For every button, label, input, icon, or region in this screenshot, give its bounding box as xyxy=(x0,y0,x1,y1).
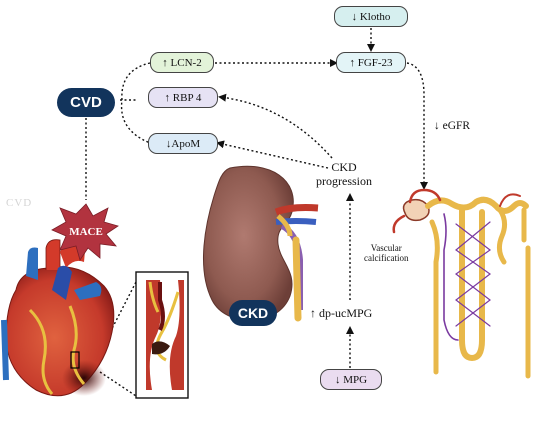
vascular-calcification-line2: calcification xyxy=(364,253,409,263)
node-fgf23: ↑ FGF-23 xyxy=(336,52,406,73)
ckd-progression-label: CKD progression xyxy=(316,160,372,188)
heart-illustration xyxy=(1,237,115,397)
egfr-label: ↓ eGFR xyxy=(434,120,471,132)
faint-cvd-watermark: CVD xyxy=(6,197,33,209)
node-klotho: ↓ Klotho xyxy=(334,6,408,27)
kidney-illustration xyxy=(203,165,319,322)
arrow-progression-to-apom xyxy=(216,140,329,169)
nephron-illustration xyxy=(392,188,531,379)
arrow-progression-to-rbp4 xyxy=(218,93,333,159)
ckd-progression-line2: progression xyxy=(316,174,372,188)
connector-arrows xyxy=(85,28,428,397)
ckd-progression-line1: CKD xyxy=(331,160,357,174)
node-rbp4: ↑ RBP 4 xyxy=(148,87,218,108)
node-lcn2: ↑ LCN-2 xyxy=(150,52,214,73)
artery-zoom-inset xyxy=(135,271,189,399)
mace-starburst xyxy=(51,203,119,261)
dp-ucmpg-label: ↑ dp-ucMPG xyxy=(310,306,373,320)
ckd-pill: CKD xyxy=(229,300,277,326)
vascular-calcification-label: Vascular calcification xyxy=(364,243,408,263)
bracket-cvd-to-markers xyxy=(120,62,151,144)
node-apom: ↓ApoM xyxy=(148,133,218,154)
node-mpg: ↓ MPG xyxy=(320,369,382,390)
cvd-pill: CVD xyxy=(57,88,115,117)
vascular-calcification-line1: Vascular xyxy=(370,243,402,253)
zoom-line-bottom xyxy=(99,371,137,397)
mace-label: MACE xyxy=(69,226,103,238)
arrow-fgf23-to-kidney-nephron xyxy=(406,62,428,190)
